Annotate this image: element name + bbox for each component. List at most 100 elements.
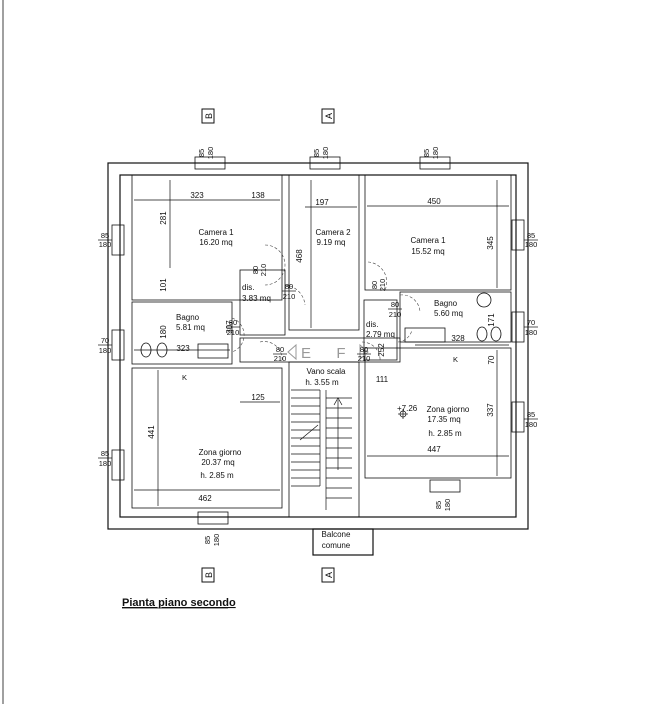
room-name: Zona giorno — [427, 405, 470, 414]
dim-label: 462 — [198, 494, 212, 503]
window-labels: 85 180 85 180 85 180 85 180 85 180 70 18… — [98, 147, 538, 547]
svg-text:210: 210 — [259, 264, 268, 277]
section-markers: B A B A E F — [201, 108, 369, 583]
room-name: dis. — [366, 320, 378, 329]
svg-text:85: 85 — [527, 410, 535, 419]
svg-text:210: 210 — [378, 279, 387, 292]
door-label: 80 210 — [282, 282, 296, 301]
svg-text:70: 70 — [527, 318, 535, 327]
svg-text:80: 80 — [229, 318, 237, 327]
dim-label: 171 — [487, 313, 496, 327]
svg-text:180: 180 — [99, 240, 112, 249]
room-name: Camera 1 — [198, 228, 234, 237]
door-label: 80 210 — [370, 279, 387, 292]
door-label: 80 210 — [273, 345, 287, 363]
dim-label: 70 — [487, 355, 496, 364]
dim-label: 328 — [451, 334, 465, 343]
room-area: 5.81 mq — [176, 323, 205, 332]
chimney-mark: K — [453, 355, 458, 364]
drawing-caption: Pianta piano secondo — [122, 597, 236, 609]
room-area: 15.52 mq — [411, 247, 444, 256]
door-labels: 80 210 80 210 80 210 80 210 80 210 80 21… — [226, 264, 402, 363]
svg-text:80: 80 — [391, 300, 399, 309]
dim-label: 281 — [159, 211, 168, 225]
window-label: 85 180 — [524, 410, 538, 429]
sink-icon — [197, 343, 229, 359]
bidet-icon — [490, 326, 502, 342]
room-area: 5.60 mq — [434, 309, 463, 318]
window-label: 70 180 — [98, 336, 112, 355]
room-name: Camera 1 — [410, 236, 446, 245]
svg-text:210: 210 — [389, 310, 402, 319]
svg-text:85: 85 — [527, 231, 535, 240]
dim-label: 125 — [251, 393, 265, 402]
misc-marks: K K +7.26 — [182, 355, 458, 419]
window — [419, 156, 451, 170]
svg-text:180: 180 — [206, 147, 215, 160]
svg-text:80: 80 — [251, 266, 260, 274]
room-height: h. 3.55 m — [305, 378, 339, 387]
dim-label: 101 — [159, 278, 168, 292]
room-labels: Camera 1 16.20 mq Camera 2 9.19 mq Camer… — [176, 228, 470, 550]
window-label: 85 180 — [312, 147, 330, 160]
window-label: 85 180 — [422, 147, 440, 160]
svg-text:80: 80 — [370, 281, 379, 289]
room-area: 2.79 mq — [366, 330, 395, 339]
svg-text:180: 180 — [99, 459, 112, 468]
section-label-e: E — [301, 345, 311, 362]
window-label: 85 180 — [524, 231, 538, 249]
windows — [111, 156, 525, 525]
room-name: Bagno — [176, 313, 200, 322]
section-label-a-top: A — [324, 113, 334, 119]
room-area: 9.19 mq — [317, 238, 346, 247]
dim-label: 180 — [159, 325, 168, 339]
svg-text:180: 180 — [321, 147, 330, 160]
section-label-a-bottom: A — [324, 572, 334, 578]
outer-walls — [107, 162, 529, 556]
dim-label: 197 — [315, 198, 329, 207]
window-label: 85 180 — [98, 449, 112, 468]
svg-text:180: 180 — [525, 240, 538, 249]
room-name: Balcone — [322, 530, 351, 539]
svg-text:180: 180 — [212, 534, 221, 547]
dim-label: 468 — [295, 249, 304, 263]
svg-text:210: 210 — [274, 354, 287, 363]
svg-text:180: 180 — [443, 499, 452, 512]
window-label: 85 180 — [434, 499, 452, 512]
dim-label: 450 — [427, 197, 441, 206]
window-label: 85 180 — [98, 231, 112, 249]
svg-text:85: 85 — [101, 449, 109, 458]
window — [511, 219, 525, 251]
door-label: 80 210 — [251, 264, 268, 277]
door-swings — [231, 244, 421, 363]
room-name: Camera 2 — [315, 228, 351, 237]
dimension-lines — [134, 180, 509, 506]
svg-text:80: 80 — [285, 282, 293, 291]
dim-label: 252 — [377, 343, 386, 357]
svg-text:85: 85 — [422, 149, 431, 157]
chimney-mark: K — [182, 373, 187, 382]
section-label-b-bottom: B — [204, 572, 214, 578]
room-name: Bagno — [434, 299, 458, 308]
section-label-f: F — [336, 345, 345, 362]
svg-text:85: 85 — [197, 149, 206, 157]
dim-label: 323 — [176, 344, 190, 353]
dim-label: 337 — [486, 403, 495, 417]
toilet-icon — [476, 326, 488, 342]
room-name: Vano scala — [307, 367, 347, 376]
bathroom-fixtures — [140, 292, 502, 359]
svg-text:85: 85 — [312, 149, 321, 157]
room-area: comune — [322, 541, 351, 550]
dim-label: 441 — [147, 425, 156, 439]
room-height: h. 2.85 m — [200, 471, 234, 480]
svg-text:85: 85 — [203, 536, 212, 544]
balcone-outline — [312, 528, 374, 556]
dim-label: 111 — [376, 375, 389, 384]
svg-text:85: 85 — [101, 231, 109, 240]
window — [429, 479, 461, 493]
svg-text:180: 180 — [99, 346, 112, 355]
window — [197, 511, 229, 525]
section-label-b-top: B — [204, 113, 214, 119]
dim-label: 138 — [251, 191, 265, 200]
